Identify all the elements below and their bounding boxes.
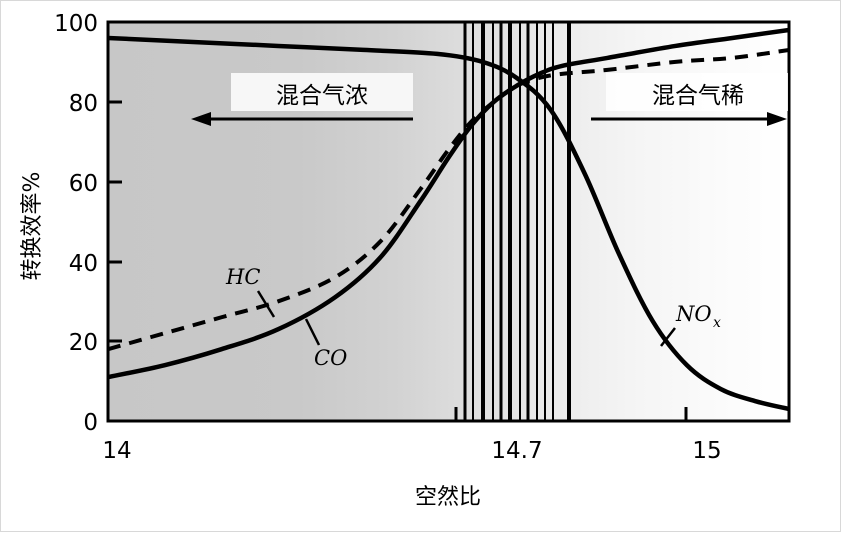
- y-tick-label-60: 60: [69, 171, 98, 197]
- annotation-lean-mixture: 混合气稀: [591, 73, 788, 126]
- curve-label-nox: NO: [675, 302, 712, 326]
- rich-mixture-arrow-head: [191, 112, 211, 126]
- lean-mixture-label-box: [606, 73, 788, 111]
- annotation-nox: NO x: [660, 302, 721, 347]
- curve-label-nox-subscript: x: [713, 315, 721, 331]
- rich-mixture-label: 混合气浓: [276, 83, 368, 109]
- x-axis-ticks: [106, 407, 688, 421]
- annotation-co: CO: [304, 318, 347, 370]
- y-axis-title: 转换效率%: [20, 172, 45, 281]
- y-axis-ticks: [108, 20, 122, 423]
- x-tick-label-14: 14: [102, 438, 131, 464]
- y-tick-label-20: 20: [69, 330, 98, 356]
- lean-mixture-arrow-head: [767, 112, 787, 126]
- rich-mixture-label-box: [231, 73, 413, 111]
- hc-leader-line: [256, 290, 276, 318]
- curve-hc: [108, 47, 789, 352]
- plot-frame: [106, 20, 791, 423]
- y-tick-label-80: 80: [69, 91, 98, 117]
- lean-mixture-label: 混合气稀: [652, 83, 744, 109]
- x-axis-title: 空然比: [415, 485, 481, 510]
- y-tick-label-0: 0: [83, 410, 98, 436]
- y-tick-label-100: 100: [54, 11, 98, 37]
- curve-label-hc: HC: [225, 265, 260, 289]
- annotation-hc: HC: [225, 265, 276, 318]
- co-leader-line: [304, 318, 321, 346]
- nox-leader-line: [660, 327, 676, 347]
- y-tick-label-40: 40: [69, 251, 98, 277]
- curve-co: [108, 27, 789, 380]
- x-tick-label-14-7: 14.7: [491, 438, 542, 464]
- curve-nox: [108, 35, 789, 412]
- annotation-rich-mixture: 混合气浓: [191, 73, 413, 126]
- x-tick-label-15: 15: [692, 438, 721, 464]
- curve-label-co: CO: [314, 346, 347, 370]
